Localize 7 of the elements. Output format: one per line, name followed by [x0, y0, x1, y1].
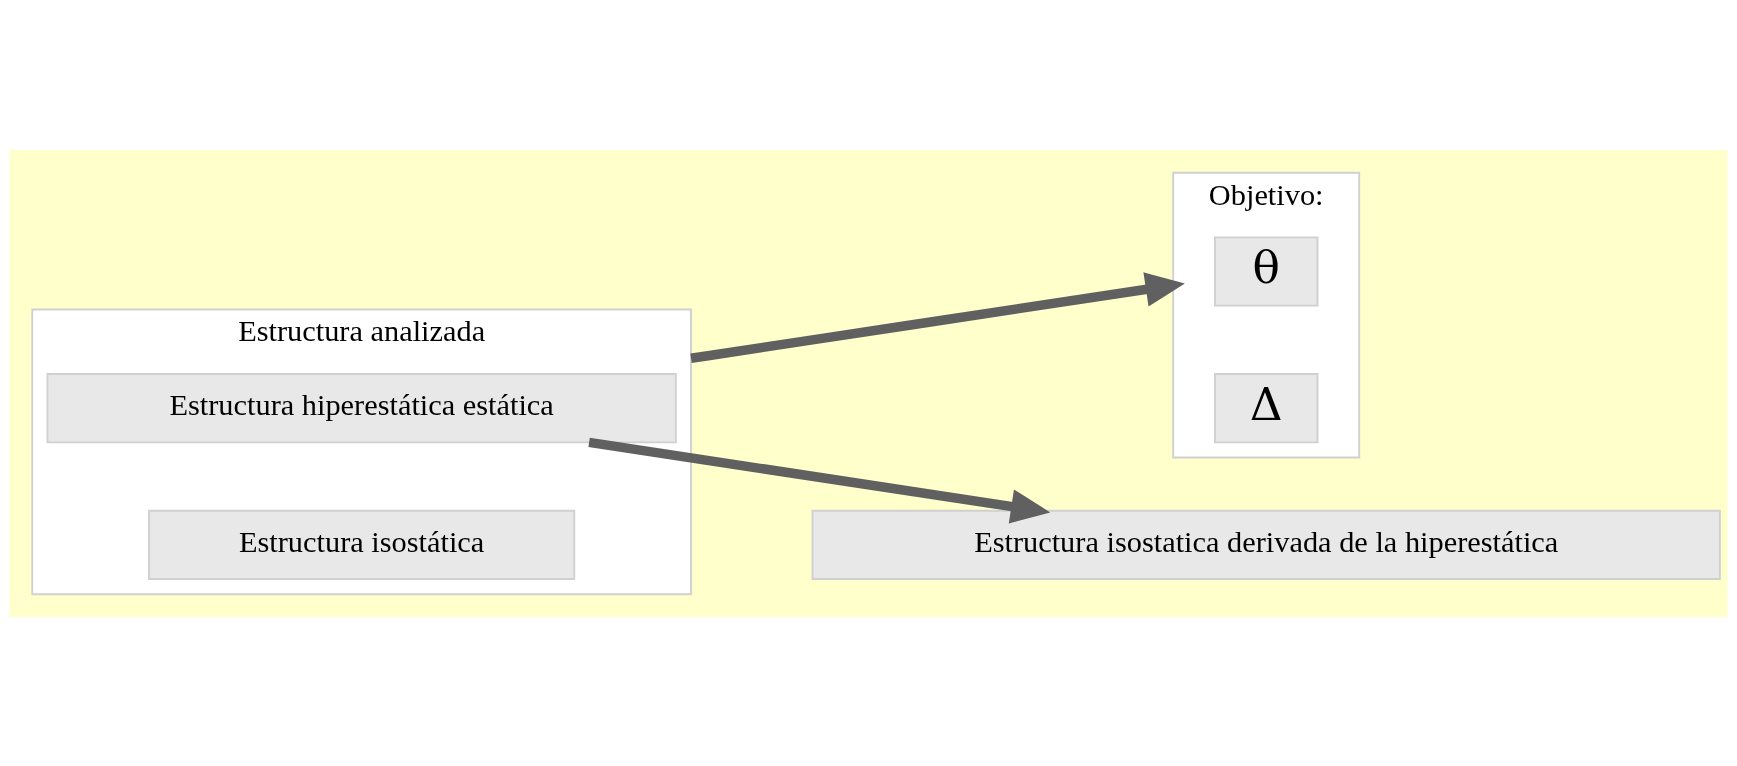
arrow	[588, 437, 1051, 523]
node-box: Estructura hiperestática estática	[46, 372, 677, 443]
node-box: θ	[1214, 235, 1319, 307]
node-box: Δ	[1214, 372, 1319, 443]
arrow	[690, 271, 1185, 363]
node-box: Estructura isostatica derivada de la hiperestática	[811, 509, 1721, 580]
node-box: Estructura isostática	[148, 509, 576, 580]
